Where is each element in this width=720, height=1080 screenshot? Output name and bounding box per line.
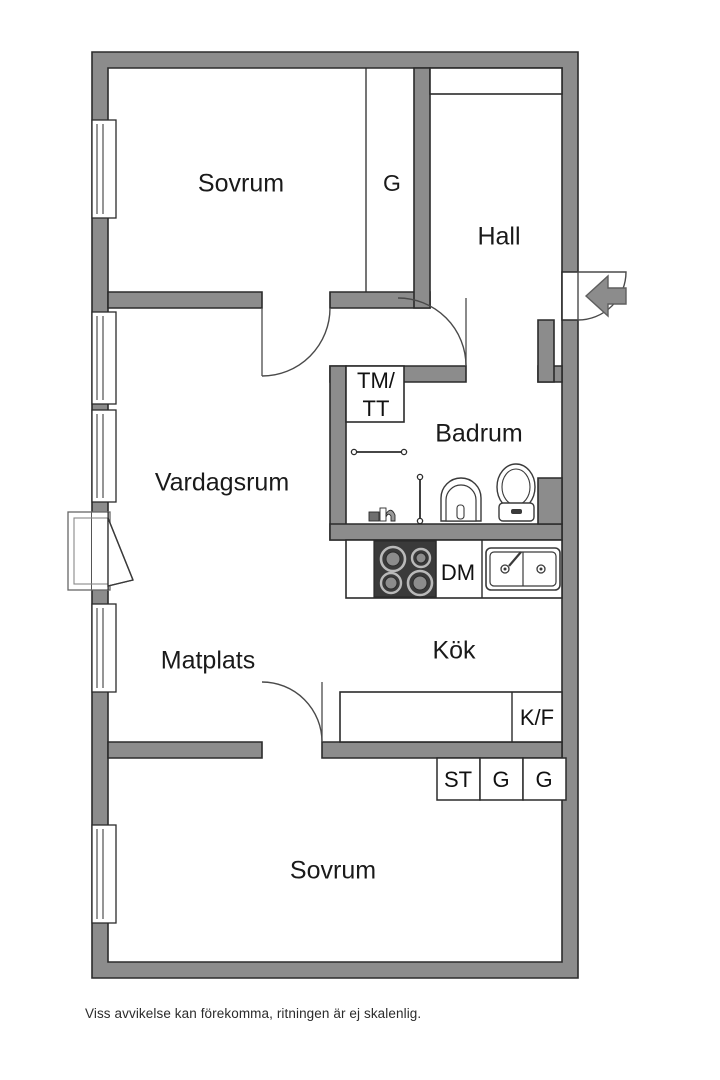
interior-doors [261, 292, 467, 743]
shower-rail-horizontal [350, 448, 408, 456]
window-vardagsrum-upper [91, 311, 117, 405]
bathroom-faucet-icon [368, 507, 396, 522]
fixture-label-washer-line1: TM/ [357, 368, 396, 393]
washbasin-icon [440, 477, 482, 522]
windows-group [91, 119, 117, 924]
wall-badrum-right-notch [537, 477, 563, 525]
balcony-door [67, 511, 134, 591]
entrance-arrow-icon [584, 274, 627, 318]
window-sovrum-bottom [91, 824, 117, 924]
kitchen-sink-icon [485, 547, 561, 591]
door-hall-vardagsrum[interactable] [397, 297, 467, 367]
bathroom-fixtures [345, 365, 536, 525]
room-label-hall: Hall [477, 223, 520, 251]
stove-icon [373, 540, 437, 598]
toilet-icon [496, 463, 536, 522]
entrance-recess-outline [561, 271, 578, 321]
wall-badrum-bottom [329, 523, 563, 541]
room-labels: Sovrum G Hall Badrum Vardagsrum Kök Matp… [155, 170, 523, 885]
wall-sovrum-vardagsrum [107, 291, 263, 309]
room-label-kok: Kök [432, 637, 476, 665]
storage-row [436, 757, 567, 801]
door-matplats-kok[interactable] [261, 681, 323, 743]
entrance-door-group[interactable] [577, 271, 627, 321]
hall-shelf [429, 67, 563, 95]
shower-rail-vertical [416, 473, 424, 525]
window-vardagsrum-lower [91, 409, 117, 503]
door-sovrum-top[interactable] [261, 292, 331, 377]
fixture-label-washer-line2: TT [363, 396, 390, 421]
fixture-label-storage: ST [444, 767, 472, 792]
window-sovrum-top [91, 119, 117, 219]
window-matplats [91, 603, 117, 693]
fixture-label-closet-kitchen-2: G [535, 767, 552, 792]
fixture-label-fridge-freezer: K/F [520, 705, 554, 730]
fixture-labels: TM/ TT DM K/F ST G G [357, 368, 554, 792]
wall-hall-vertical [413, 67, 431, 309]
kitchen-counter-lower [339, 691, 563, 743]
room-label-matplats: Matplats [161, 647, 255, 675]
fixture-label-closet-kitchen-1: G [492, 767, 509, 792]
room-label-vardagsrum: Vardagsrum [155, 469, 289, 497]
wall-matplats-sovrum [107, 741, 263, 759]
wall-hall-right-stub [537, 319, 555, 383]
disclaimer-text: Viss avvikelse kan förekomma, ritningen … [85, 1006, 422, 1021]
washer-dryer-box [345, 365, 405, 423]
fixture-label-dishwasher: DM [441, 560, 475, 585]
room-label-sovrum-top: Sovrum [198, 170, 284, 198]
entrance-wall-recess [562, 272, 578, 320]
room-label-closet-top: G [383, 170, 401, 196]
wall-kok-sovrum [321, 741, 563, 759]
room-label-sovrum-bottom: Sovrum [290, 857, 376, 885]
wall-badrum-left [329, 365, 347, 541]
room-label-badrum: Badrum [435, 420, 523, 448]
kitchen-counter-upper [345, 539, 563, 599]
